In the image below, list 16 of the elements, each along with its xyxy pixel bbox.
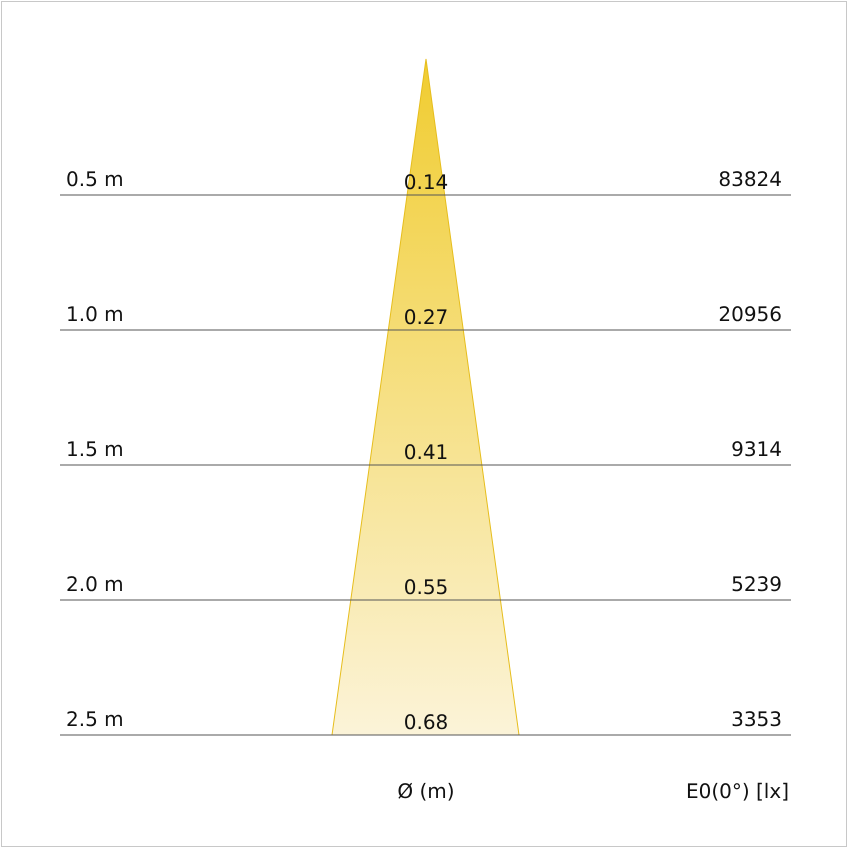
illuminance-value: 5239 — [731, 572, 782, 596]
diameter-value: 0.55 — [404, 575, 448, 599]
illuminance-value: 83824 — [718, 167, 782, 191]
axis-label: E0(0°) [lx] — [686, 779, 789, 803]
diameter-value: 0.41 — [404, 440, 448, 464]
distance-label: 0.5 m — [66, 167, 124, 191]
distance-label: 2.5 m — [66, 707, 124, 731]
distance-label: 1.0 m — [66, 302, 124, 326]
axis-label: Ø (m) — [397, 779, 455, 803]
distance-label: 1.5 m — [66, 437, 124, 461]
diameter-value: 0.68 — [404, 710, 448, 734]
diameter-value: 0.27 — [404, 305, 448, 329]
illuminance-value: 9314 — [731, 437, 782, 461]
illuminance-value: 20956 — [718, 302, 782, 326]
illuminance-value: 3353 — [731, 707, 782, 731]
distance-label: 2.0 m — [66, 572, 124, 596]
